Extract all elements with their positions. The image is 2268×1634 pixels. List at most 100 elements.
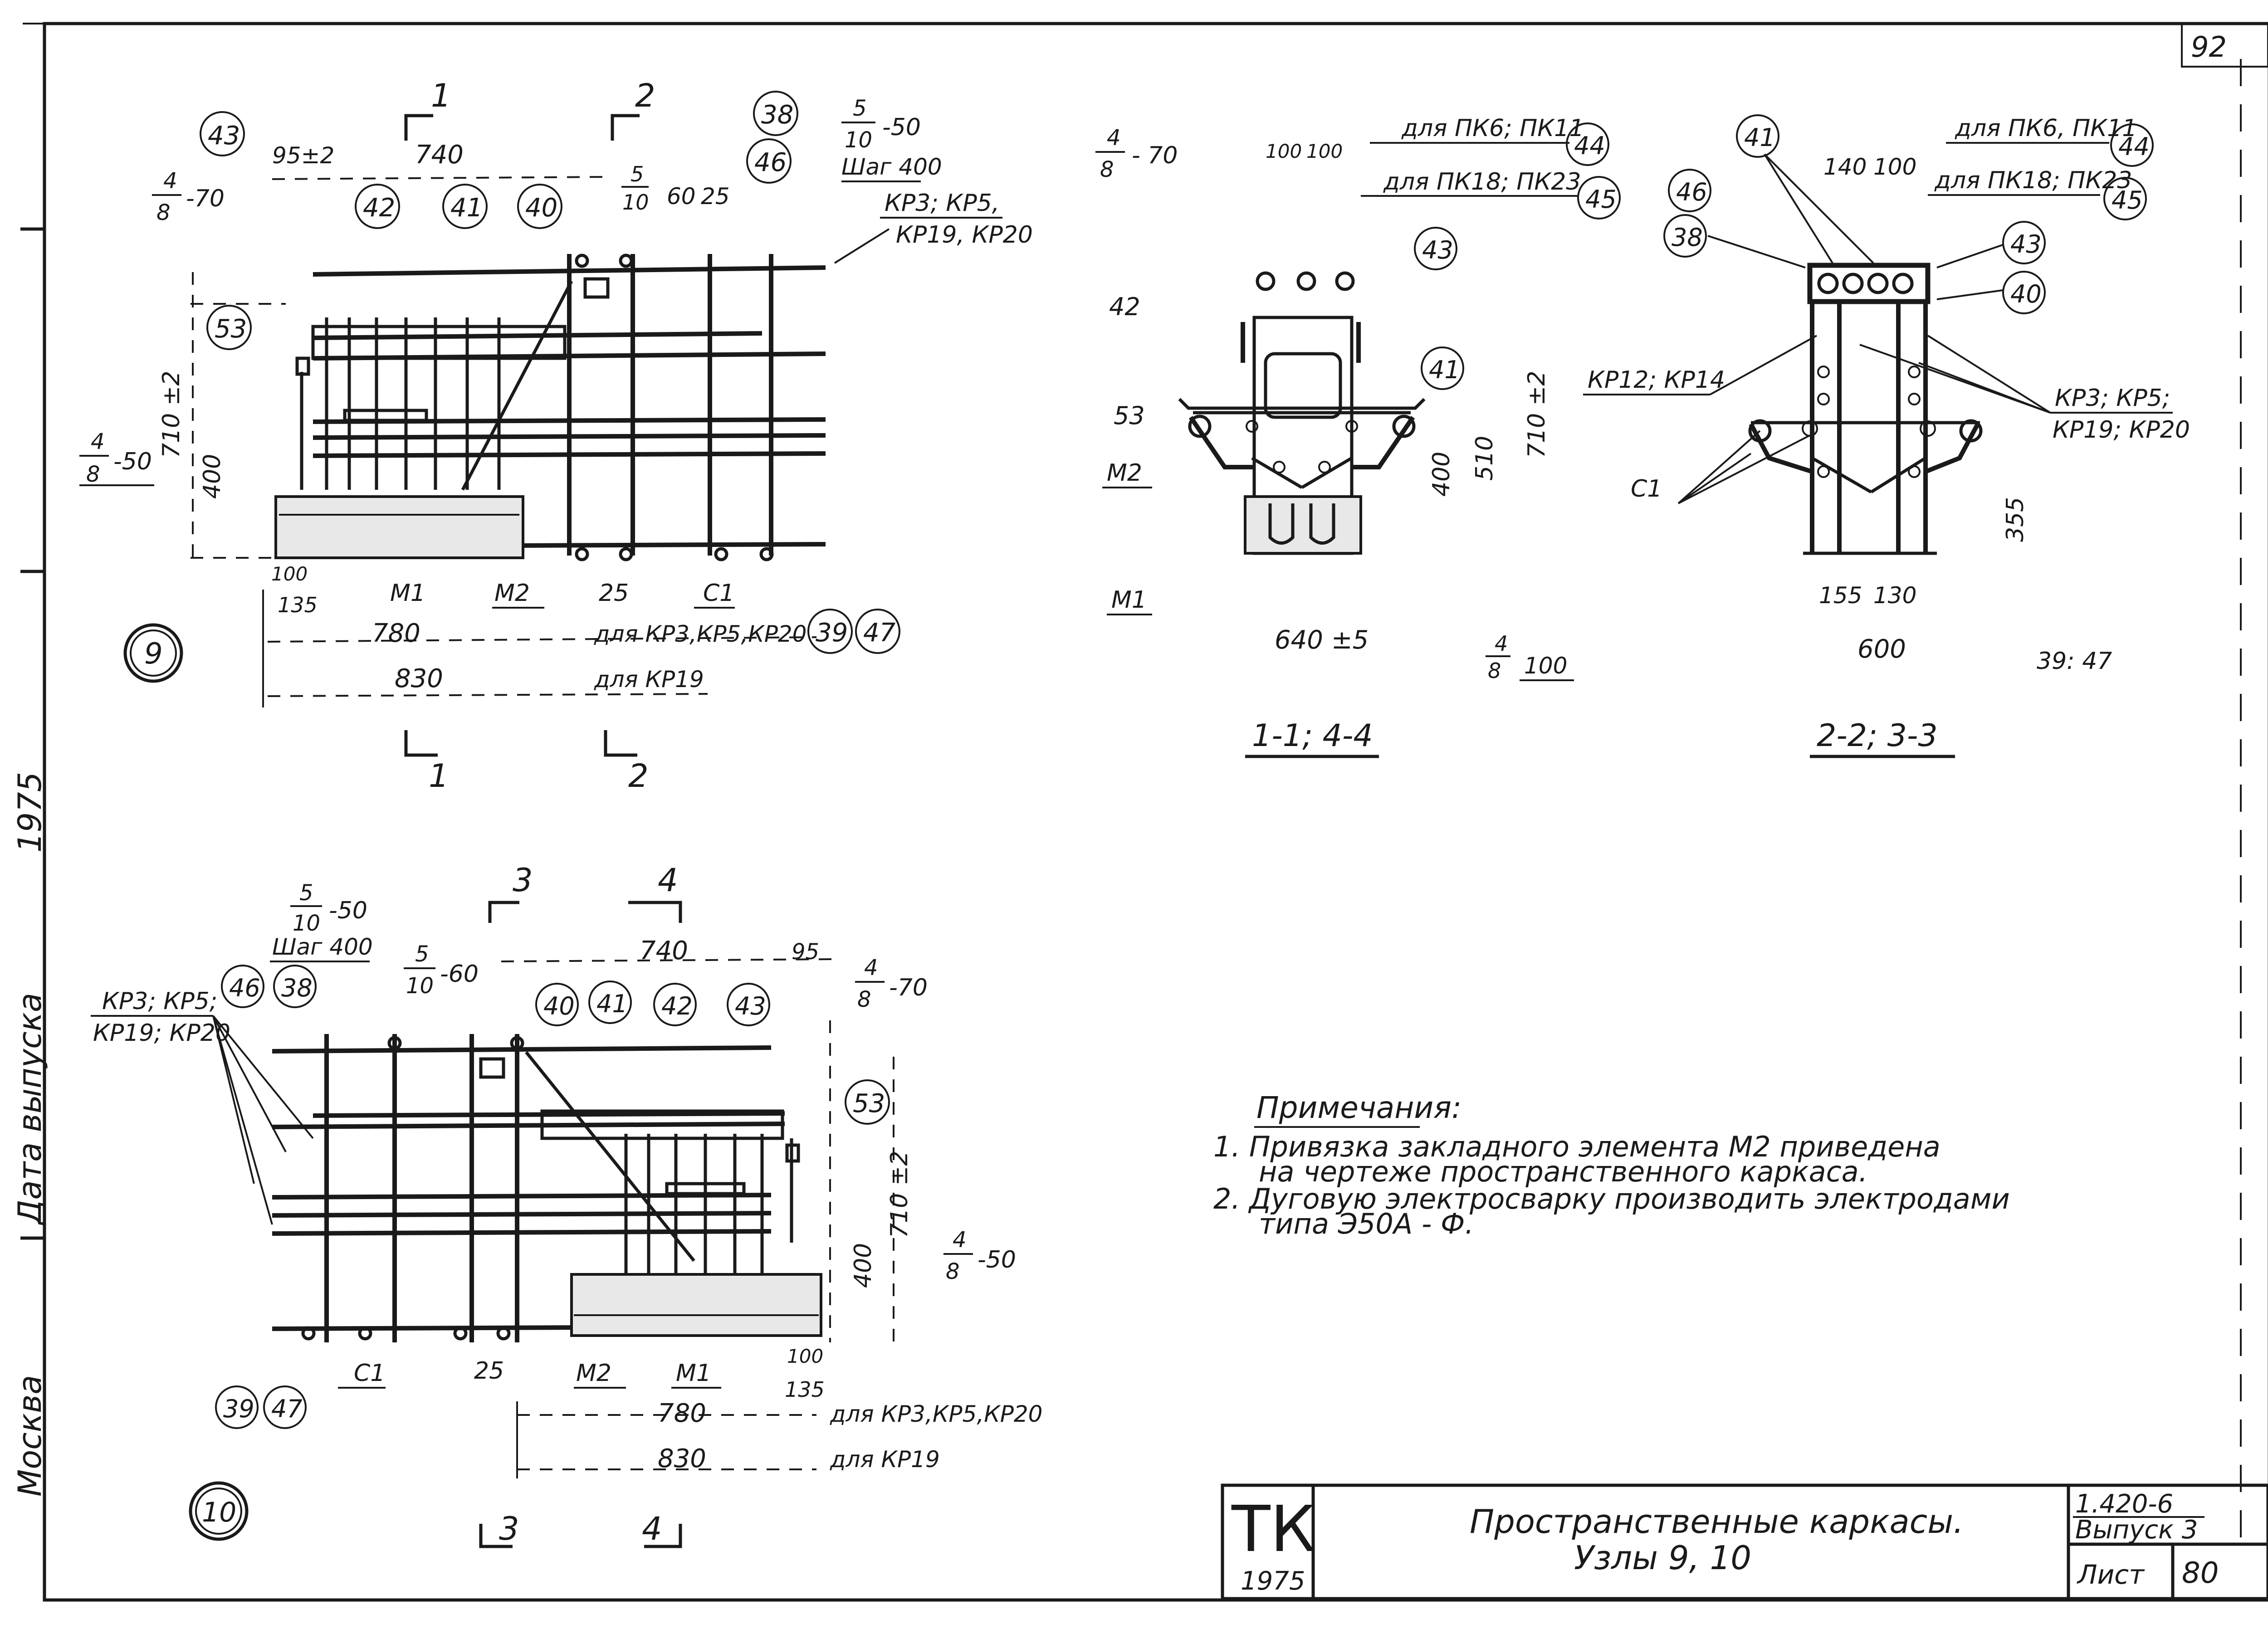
node9-callout-47: 47	[863, 618, 896, 648]
node9-dim-100: 100	[271, 563, 308, 585]
node9-frac-4850-val: -50	[113, 448, 152, 475]
n10-kr-top-label: КР3; КР5;	[102, 988, 217, 1015]
n10-frac-51050-den: 10	[293, 911, 320, 936]
s22-ref-3947: 39: 47	[2037, 648, 2112, 675]
s11-dim-510: 510	[1471, 436, 1498, 481]
s11-label-pk18: для ПК18; ПК23	[1383, 168, 1581, 195]
title-block-org: ТК	[1231, 1493, 1315, 1566]
n10-dim-740: 740	[640, 936, 688, 966]
s22-dim-140: 140	[1823, 154, 1867, 180]
s11-label-m1: М1	[1111, 586, 1147, 614]
s22-dim-600: 600	[1857, 634, 1906, 664]
release-year: 1975	[11, 772, 49, 853]
s22-callout-46: 46	[1676, 178, 1707, 206]
node9-callout-46: 46	[754, 148, 787, 177]
n10-dim-710: 710 ±2	[886, 1151, 913, 1238]
section-1-top-label: 1	[431, 77, 451, 114]
release-date-label: Дата выпуска	[11, 993, 49, 1226]
n10-note-kr19: для КР19	[830, 1446, 940, 1473]
s22-callout-45: 45	[2112, 186, 2143, 215]
s22-callout-40: 40	[2010, 280, 2042, 308]
title-block-series: 1.420-6	[2075, 1489, 2173, 1519]
s11-callout-44: 44	[1574, 132, 1605, 160]
city-label: Москва	[11, 1375, 49, 1497]
s22-callout-41: 41	[1744, 123, 1775, 152]
node9-frac-4850-num: 4	[91, 429, 105, 454]
s22-dim-100: 100	[1873, 154, 1916, 180]
n10-note-kr3: для КР3,КР5,КР20	[830, 1401, 1042, 1427]
n10-m2-label: М2	[576, 1360, 611, 1387]
n10-frac-51060-den: 10	[406, 973, 434, 999]
section-1-bottom-label: 1	[429, 757, 449, 795]
title-block-sheet-label: Лист	[2077, 1559, 2145, 1590]
n10-callout-47: 47	[271, 1395, 303, 1423]
s11-callout-43: 43	[1422, 236, 1453, 264]
node9-callout-43: 43	[208, 121, 240, 151]
s11-dim-100b: 100	[1306, 140, 1343, 162]
node9-callout-39: 39	[816, 618, 848, 648]
title-block-title-2: Узлы 9, 10	[1574, 1539, 1751, 1577]
section-4-top-label: 4	[658, 862, 678, 899]
n10-callout-43: 43	[735, 992, 766, 1020]
s22-dim-130: 130	[1873, 582, 1916, 609]
node-10-drawing: 3 4 3 4 5 10 -50 Шаг 400 5 10 -60 4 8 -7…	[91, 862, 1042, 1548]
title-block: ТК 1975 Пространственные каркасы. Узлы 9…	[1221, 1483, 2268, 1600]
s11-frac-val: - 70	[1132, 142, 1178, 169]
s22-callout-38: 38	[1672, 223, 1703, 252]
s11-callout-42: 42	[1109, 293, 1140, 321]
s22-callout-44: 44	[2118, 132, 2150, 161]
n10-callout-41: 41	[596, 990, 628, 1018]
node9-callout-41: 41	[450, 193, 483, 223]
node9-note-kr19: для КР19	[594, 666, 704, 693]
node9-callout-53: 53	[215, 314, 247, 344]
section-4-bottom-label: 4	[642, 1510, 662, 1547]
s11-label-pk6: для ПК6; ПК11	[1401, 115, 1584, 142]
section-2-bottom-label: 2	[628, 757, 649, 795]
node9-step-label: Шаг 400	[841, 154, 942, 180]
n10-callout-39: 39	[223, 1395, 254, 1423]
node9-dim-830: 830	[395, 664, 443, 693]
node9-kr-bottom-label: КР19, КР20	[896, 221, 1033, 249]
node9-frac-51050-num: 5	[853, 96, 867, 121]
node9-note-kr3: для КР3,КР5,КР20	[594, 621, 807, 647]
note-1-line-a: 1. Привязка закладного элемента М2 приве…	[1213, 1130, 1941, 1163]
left-margin: 1975 Дата выпуска Москва	[11, 772, 49, 1497]
node9-frac-510-den: 10	[622, 190, 649, 215]
n10-frac-51060-num: 5	[415, 941, 429, 967]
n10-callout-38: 38	[281, 974, 313, 1002]
n10-dim-780: 780	[658, 1399, 706, 1428]
node9-frac-4870-den: 8	[156, 200, 171, 225]
n10-kr-bottom-label: КР19; КР20	[93, 1019, 230, 1047]
node9-dim-135: 135	[278, 593, 318, 617]
note-1-line-b: на чертеже пространственного каркаса.	[1259, 1155, 1867, 1188]
s11-frac100-num: 4	[1495, 631, 1508, 656]
notes-heading: Примечания:	[1256, 1090, 1461, 1125]
node9-frac-510-num: 5	[631, 162, 644, 186]
s11-callout-45: 45	[1585, 185, 1617, 214]
node9-dim-780: 780	[372, 619, 420, 648]
s22-label-kr12: КР12; КР14	[1588, 366, 1725, 394]
note-2-line-b: типа Э50А - Ф.	[1259, 1207, 1474, 1240]
node9-callout-42: 42	[363, 193, 395, 223]
section-3-top-label: 3	[513, 862, 533, 899]
s22-title: 2-2; 3-3	[1817, 718, 1938, 754]
notes-block: Примечания: 1. Привязка закладного элеме…	[1213, 1090, 2010, 1240]
node10-number: 10	[202, 1497, 236, 1528]
s11-dim-100a: 100	[1266, 140, 1302, 162]
n10-frac-4850-val: -50	[978, 1246, 1016, 1273]
node9-dim-710: 710 ±2	[158, 371, 185, 458]
node9-callout-38: 38	[761, 100, 793, 130]
n10-dim-400: 400	[850, 1243, 877, 1288]
drawing-frame: 92	[20, 22, 2268, 1602]
n10-frac-4870-den: 8	[857, 987, 871, 1012]
n10-dim-135: 135	[785, 1377, 825, 1402]
node9-dim-740: 740	[415, 140, 464, 170]
node9-kr-top-label: КР3; КР5,	[885, 190, 999, 217]
s11-frac-num: 4	[1107, 125, 1121, 151]
n10-callout-42: 42	[661, 992, 693, 1020]
s11-title: 1-1; 4-4	[1252, 718, 1373, 754]
node9-c1-label: С1	[703, 580, 734, 607]
s22-label-kr3: КР3; КР5;	[2055, 385, 2170, 412]
s11-callout-53: 53	[1114, 401, 1145, 430]
